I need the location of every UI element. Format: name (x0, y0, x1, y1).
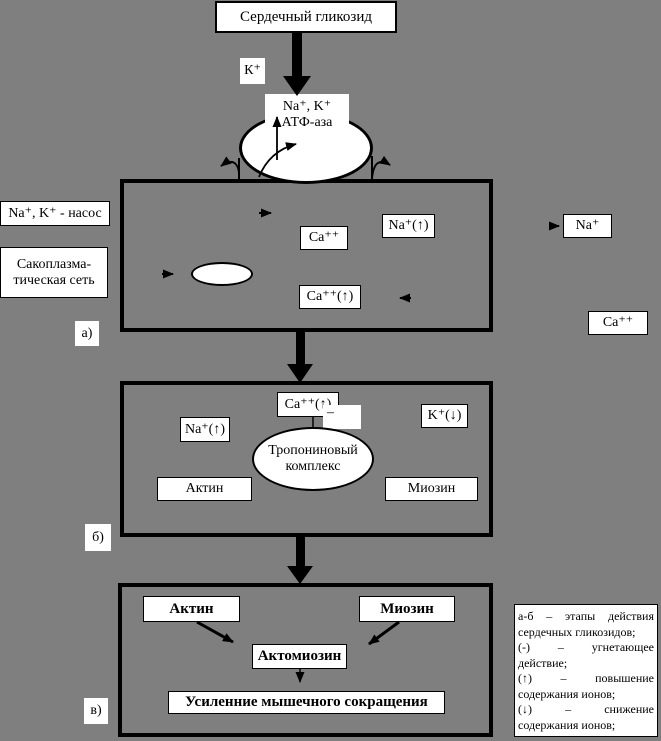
na-up-box-b: Na⁺(↑) (180, 417, 230, 442)
k-down-label-b: K⁺(↓) (427, 408, 462, 424)
stage-v-label-box: в) (84, 698, 108, 724)
k-down-box-b: K⁺(↓) (421, 404, 468, 428)
na-box-right: Na⁺ (563, 214, 612, 238)
myosin-label-b: Миозин (407, 481, 456, 497)
curved-arrow-right-icon (371, 155, 391, 181)
stage-a-label-box: а) (75, 321, 99, 346)
legend-line: сердечных гликозидов; (518, 624, 636, 639)
legend-line: содержания ионов; (518, 686, 616, 701)
curved-arrow-left-icon (220, 156, 240, 181)
glycoside-box: Сердечный гликозид (215, 1, 397, 33)
ca-up-box-a: Ca⁺⁺(↑) (299, 285, 361, 309)
na-label-right: Na⁺ (575, 218, 600, 234)
ca-box-a: Ca⁺⁺ (300, 226, 348, 250)
na-up-label-b: Na⁺(↑) (184, 421, 226, 437)
thick-arrow-glycoside-to-pump (283, 33, 311, 96)
stage-a-box (120, 179, 493, 332)
legend-box: а-б – этапы действия сердечных гликозидо… (514, 604, 658, 737)
stage-v-label: в) (90, 703, 102, 719)
legend-line: (-) – угнетающее (518, 640, 654, 654)
ca-up-label-a: Ca⁺⁺(↑) (306, 289, 354, 305)
na-up-box-a: Na⁺(↑) (382, 214, 435, 238)
atpase-box: Na⁺, K⁺ АТФ-аза (265, 94, 349, 136)
atpase-line2: АТФ-аза (281, 115, 333, 130)
stage-v-box (118, 583, 493, 737)
actin-box-v: Актин (143, 596, 240, 622)
legend-line: (↓) – снижение (518, 702, 654, 716)
troponin-line2: комплекс (285, 459, 341, 474)
ca-up-label-b: Ca⁺⁺(↑) (284, 396, 332, 412)
na-up-label-a: Na⁺(↑) (388, 218, 429, 234)
myosin-box-v: Миозин (359, 596, 455, 622)
legend-line: а-б – этапы действия (518, 609, 654, 623)
sarcoplasmic-line1: Сакоплазма- (16, 256, 92, 272)
troponin-line1: Тропониновый (268, 442, 358, 458)
atpase-line1: Na⁺, K⁺ (282, 99, 332, 115)
troponin-ellipse: Тропониновый комплекс (252, 427, 374, 491)
ca-label-right: Ca⁺⁺ (602, 315, 634, 331)
glycoside-label: Сердечный гликозид (239, 8, 372, 25)
myosin-box-b: Миозин (385, 477, 478, 501)
stage-b-label-box: б) (85, 524, 111, 551)
thick-arrow-stage-a-to-b (287, 332, 313, 383)
result-box: Усиленние мышечного сокращения (168, 691, 445, 714)
legend-line: содержания ионов; (518, 717, 616, 732)
minus-box: – (323, 405, 361, 429)
ca-label-a: Ca⁺⁺ (308, 230, 340, 246)
ca-box-right: Ca⁺⁺ (588, 311, 648, 335)
thick-arrow-stage-b-to-v (287, 537, 313, 584)
legend-line: действие; (518, 655, 568, 670)
actin-label-v: Актин (169, 600, 214, 617)
k-ion-box: К⁺ (240, 58, 265, 84)
myosin-label-v: Миозин (380, 600, 434, 617)
minus-label: – (327, 405, 334, 420)
actomyosin-box: Актомиозин (252, 644, 347, 669)
stage-b-box (120, 381, 493, 537)
pump-label-box: Na⁺, K⁺ - насос (0, 201, 110, 226)
sarcoplasmic-line2: тическая сеть (13, 272, 95, 288)
stage-a-label: а) (81, 325, 93, 341)
stage-b-label: б) (92, 529, 104, 545)
pump-label: Na⁺, K⁺ - насос (8, 205, 102, 221)
actin-label-b: Актин (185, 481, 224, 497)
sr-vesicle-ellipse (191, 262, 253, 286)
k-ion-label: К⁺ (244, 63, 261, 79)
actin-box-b: Актин (157, 477, 252, 501)
result-label: Усиленние мышечного сокращения (185, 694, 428, 711)
actomyosin-label: Актомиозин (257, 648, 342, 665)
legend-line: (↑) – повышение (518, 671, 654, 685)
sarcoplasmic-label-box: Сакоплазма- тическая сеть (0, 247, 108, 298)
